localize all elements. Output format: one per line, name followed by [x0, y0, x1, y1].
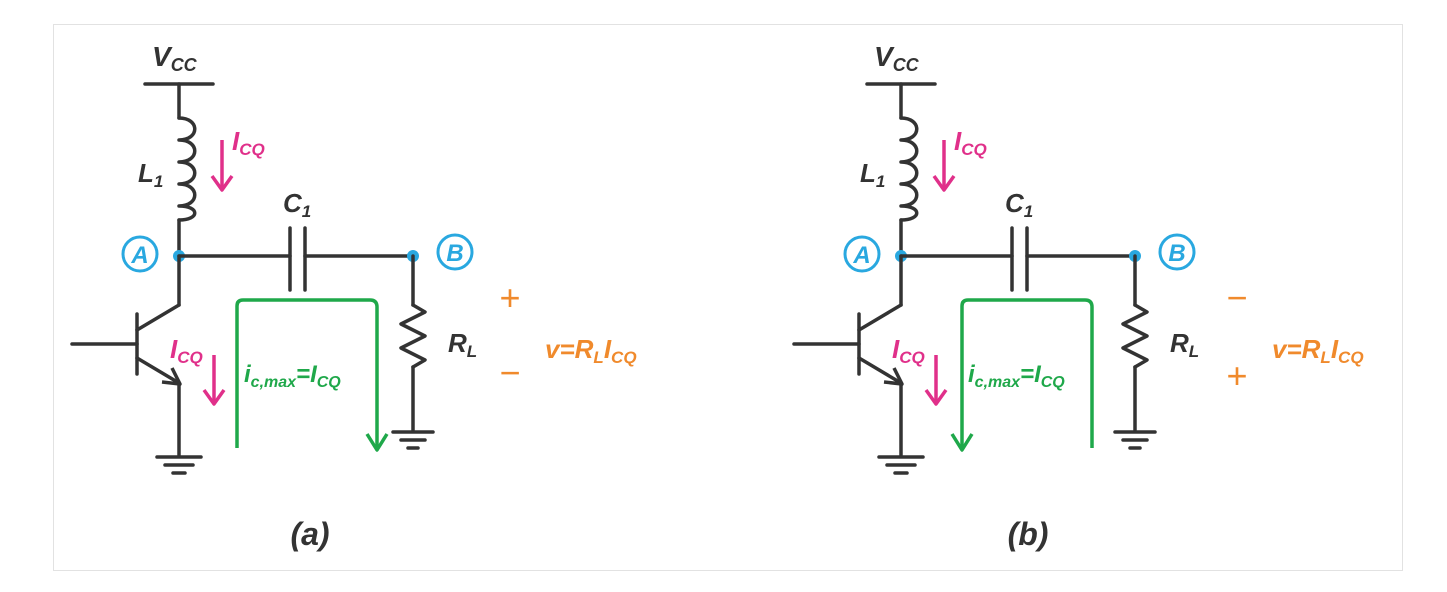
- sign-top: −: [1226, 277, 1247, 318]
- sign-bottom: −: [499, 352, 520, 393]
- node-a-badge: [121, 235, 159, 273]
- ac-current-label: ic,max=ICQ: [968, 361, 1065, 391]
- c1-label: C1: [283, 188, 311, 221]
- icq-label-bottom: ICQ: [892, 334, 925, 367]
- voltage-expression: v=RLICQ: [1272, 334, 1364, 367]
- caption-b: (b): [1008, 516, 1049, 552]
- node-b-label: B: [1168, 240, 1185, 267]
- dc-current-arrowhead-bottom: [924, 388, 948, 406]
- caption-a: (a): [290, 516, 329, 552]
- ac-loop-arrowhead: [950, 433, 974, 452]
- node-b-badge: [1158, 233, 1196, 271]
- rl-label: RL: [1170, 328, 1199, 361]
- dc-current-arrowhead-top: [210, 174, 234, 192]
- vcc-label: VCC: [874, 41, 920, 75]
- ac-current-label: ic,max=ICQ: [244, 361, 341, 391]
- resistor-rl: [399, 303, 427, 369]
- dc-current-arrowhead-bottom: [202, 388, 226, 406]
- icq-label-top: ICQ: [954, 126, 987, 159]
- node-b-label: B: [446, 240, 463, 267]
- node-b-badge: [436, 233, 474, 271]
- node-a-label: A: [130, 242, 148, 269]
- voltage-expression: v=RLICQ: [545, 334, 637, 367]
- ac-loop-arrowhead: [365, 433, 389, 452]
- figure-frame: [53, 24, 1403, 571]
- transistor-emitter: [135, 356, 181, 385]
- sign-bottom: +: [1226, 355, 1247, 396]
- ac-current-loop: [960, 298, 1094, 448]
- node-a-label: A: [852, 242, 870, 269]
- icq-label-bottom: ICQ: [170, 334, 203, 367]
- transistor-emitter: [857, 356, 903, 385]
- resistor-rl: [1121, 303, 1149, 369]
- inductor-l1: [177, 116, 197, 222]
- dc-current-arrowhead-top: [932, 174, 956, 192]
- vcc-label: VCC: [152, 41, 198, 75]
- rl-label: RL: [448, 328, 477, 361]
- transistor-collector: [857, 303, 903, 332]
- l1-label: L1: [860, 158, 885, 191]
- l1-label: L1: [138, 158, 163, 191]
- ac-current-loop: [235, 298, 379, 448]
- panel-b: VCC L1 ICQ A C1 B RL − + v=RLICQ: [792, 41, 1364, 552]
- inductor-l1: [899, 116, 919, 222]
- transistor-collector: [135, 303, 181, 332]
- sign-top: +: [499, 277, 520, 318]
- node-a-badge: [843, 235, 881, 273]
- icq-label-top: ICQ: [232, 126, 265, 159]
- c1-label: C1: [1005, 188, 1033, 221]
- panel-a: VCC L1 ICQ A C1 B RL +: [70, 41, 637, 552]
